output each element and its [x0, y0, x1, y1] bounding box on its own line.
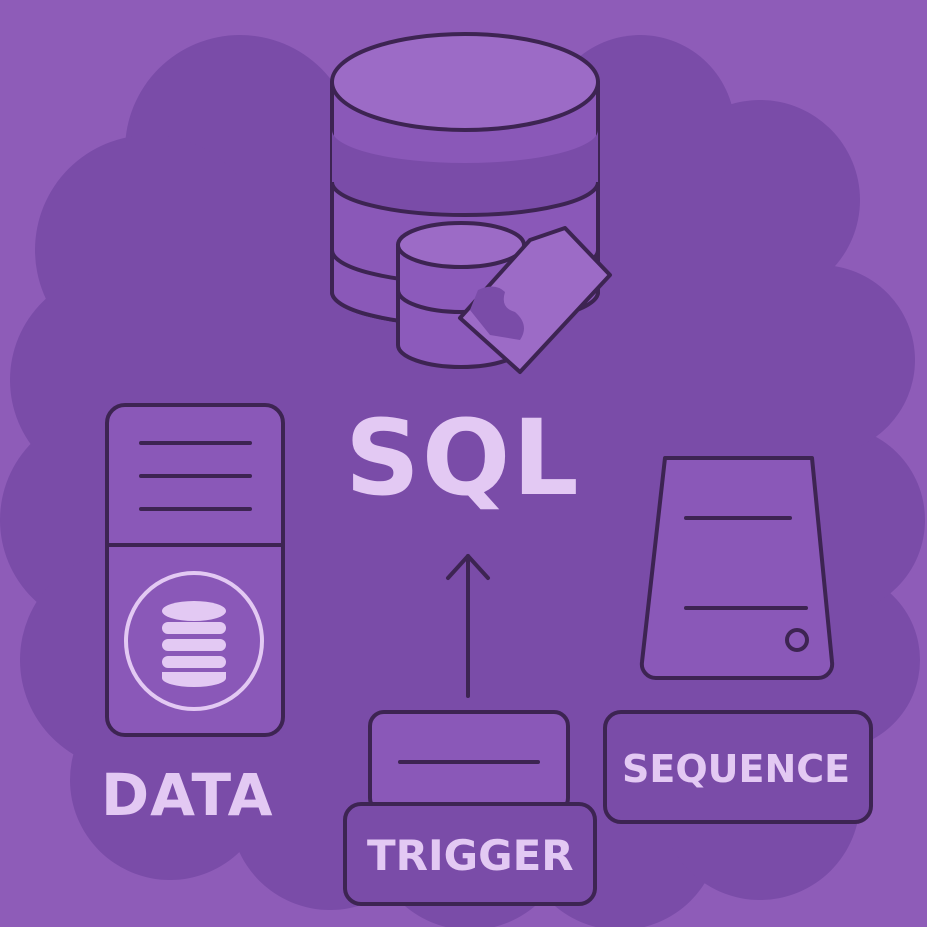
tag-icon — [458, 226, 612, 374]
data-label: DATA — [101, 761, 274, 829]
arrow-up-icon — [446, 554, 490, 698]
storage-drive-icon — [639, 456, 835, 681]
sequence-box — [603, 710, 873, 824]
sql-title: SQL — [345, 397, 581, 519]
trigger-box-icon — [343, 710, 597, 906]
trigger-label: TRIGGER — [367, 831, 574, 880]
database-badge-icon — [124, 571, 264, 711]
sequence-label: SEQUENCE — [622, 747, 851, 791]
document-server-icon — [105, 403, 285, 737]
